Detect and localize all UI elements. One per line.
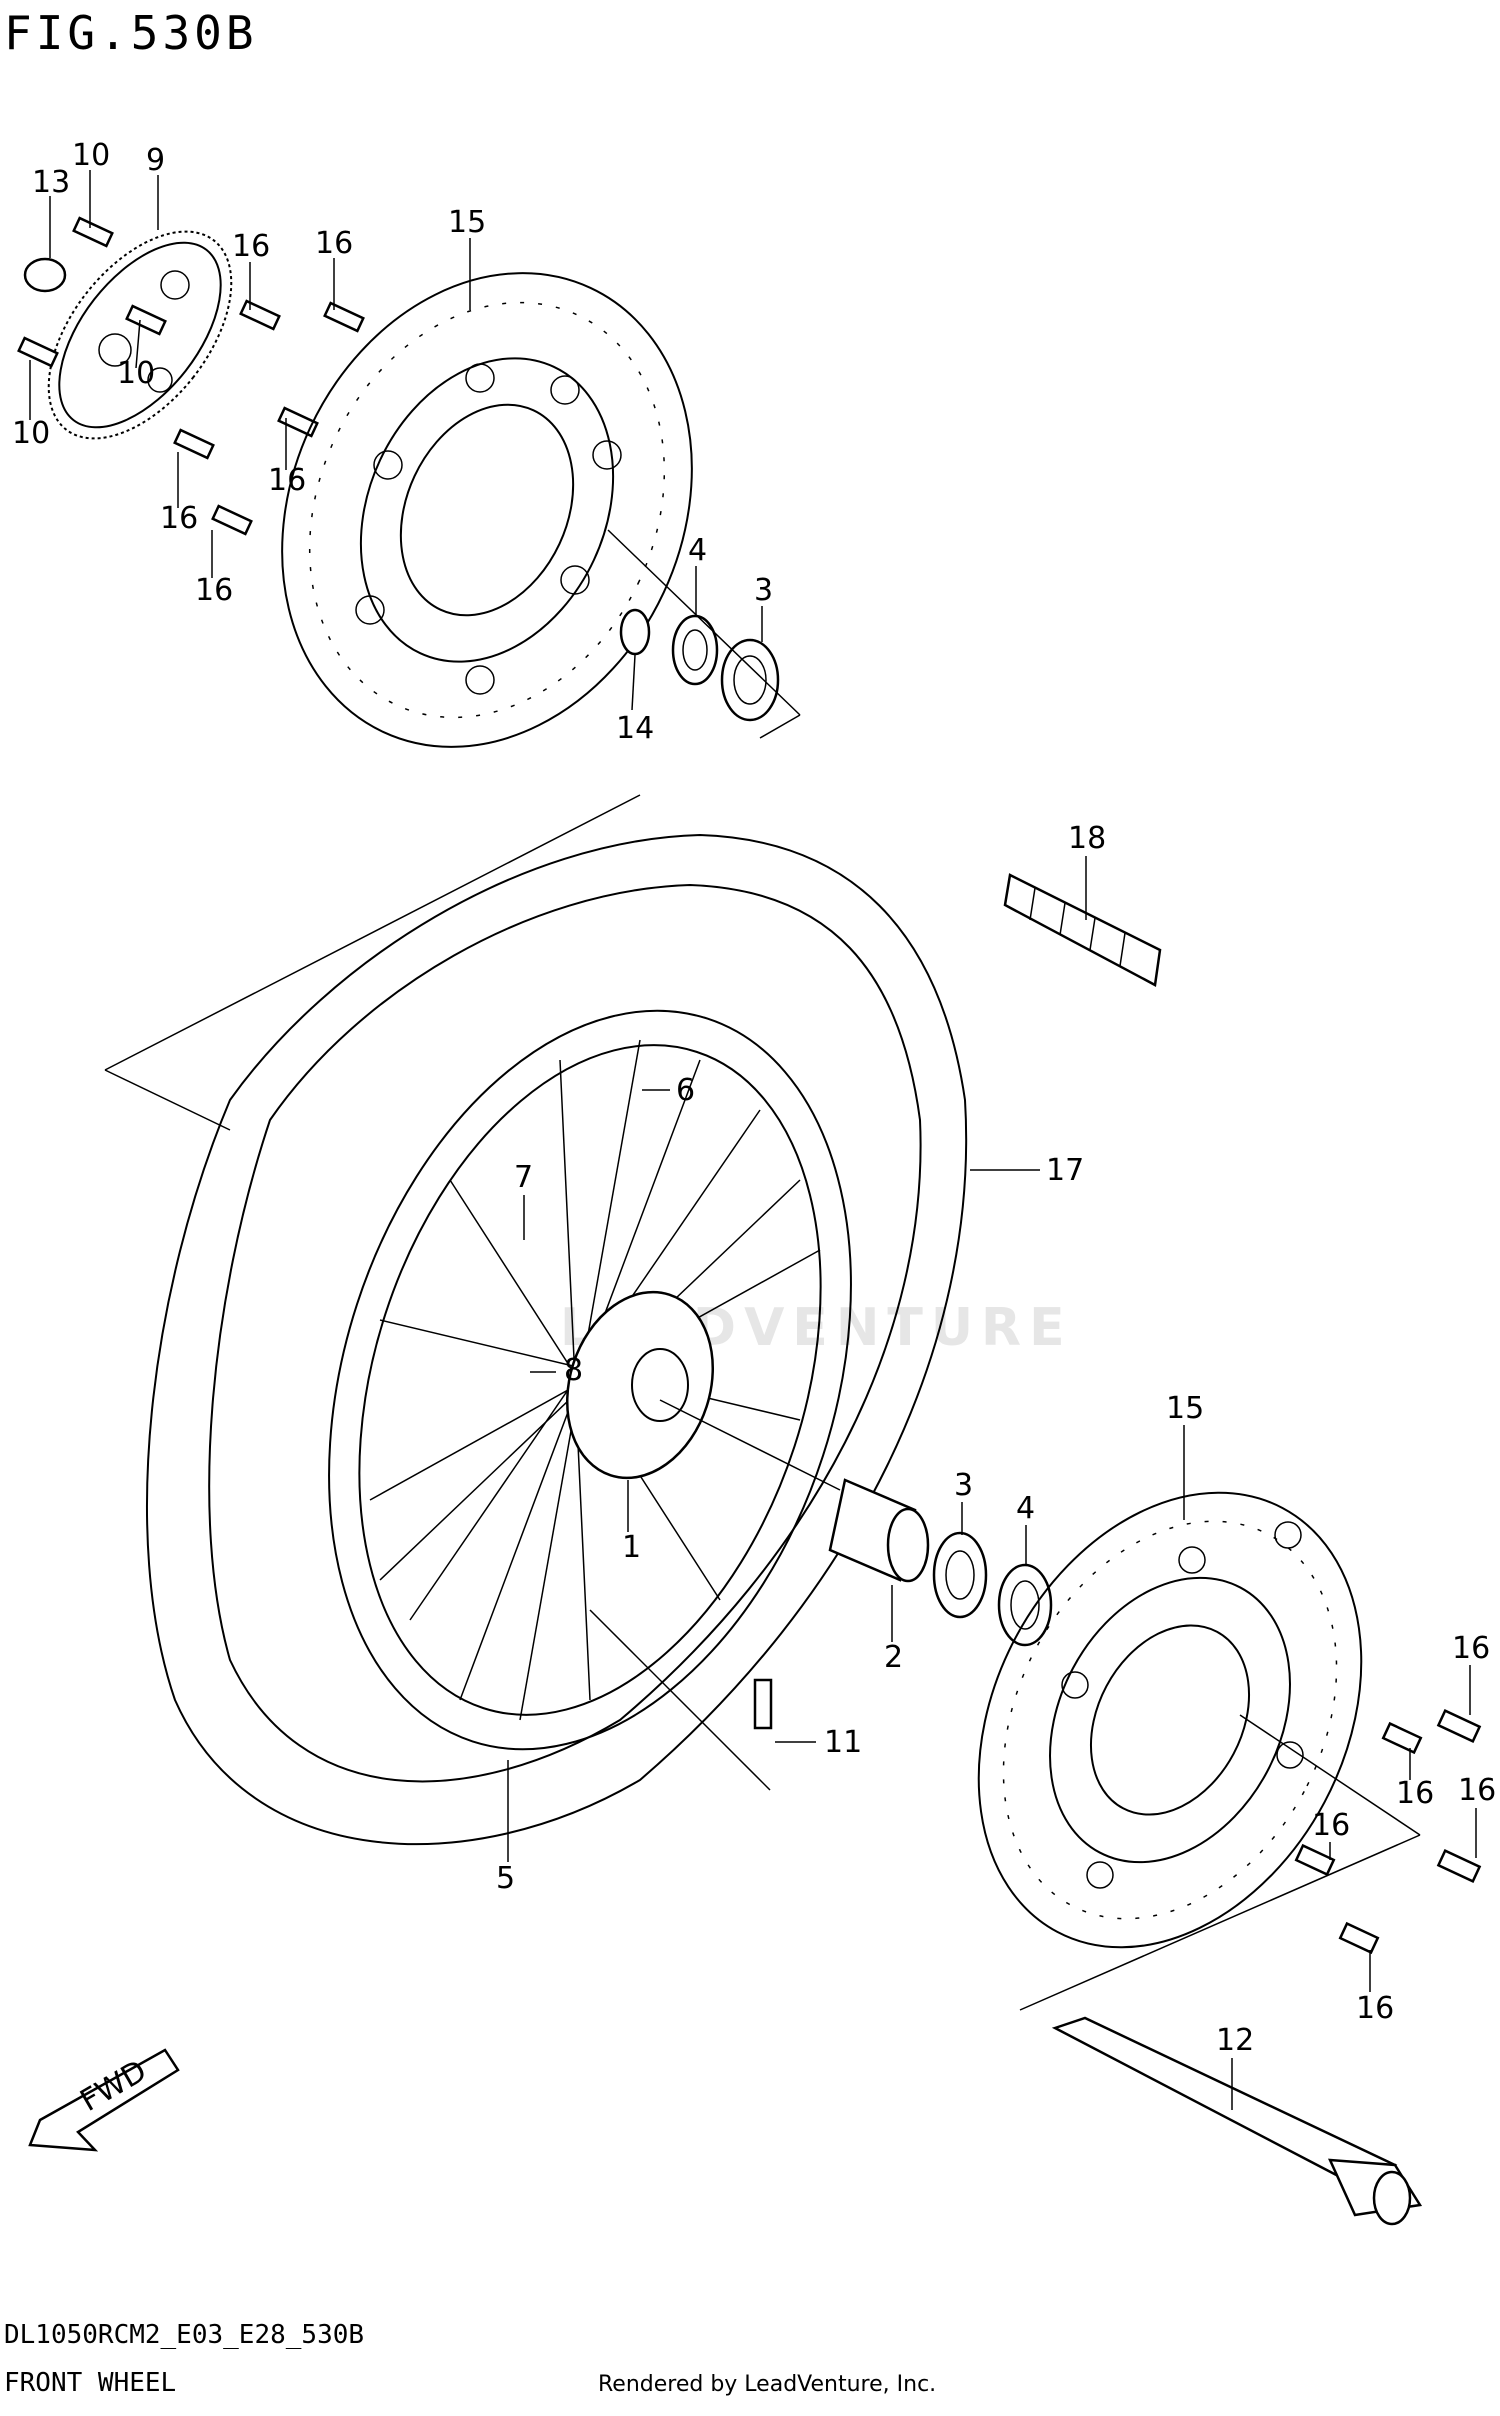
callout-16: 16 <box>268 463 306 498</box>
callout-4: 4 <box>688 533 707 568</box>
front-rim-and-spokes <box>328 1009 852 1751</box>
callout-15: 15 <box>1166 1391 1204 1426</box>
callout-7: 7 <box>514 1160 533 1195</box>
brake-disc-lower <box>977 1491 1421 2011</box>
callout-16: 16 <box>1312 1808 1350 1843</box>
figure-title: FIG.530B <box>4 6 258 60</box>
brake-disc-upper <box>281 272 693 748</box>
bolt-parts-right <box>1294 1709 1482 1955</box>
model-code: DL1050RCM2_E03_E28_530B <box>4 2320 365 2350</box>
callout-3: 3 <box>754 573 773 608</box>
callout-16: 16 <box>195 573 233 608</box>
callout-18: 18 <box>1068 821 1106 856</box>
callout-9: 9 <box>146 143 165 178</box>
callout-4: 4 <box>1016 1491 1035 1526</box>
render-credit: Rendered by LeadVenture, Inc. <box>598 2372 937 2397</box>
callout-3: 3 <box>954 1468 973 1503</box>
abs-sensor-ring <box>47 230 233 440</box>
valve-stem <box>589 1609 773 1791</box>
forward-direction-arrow: FWD <box>28 2048 180 2152</box>
callout-16: 16 <box>1458 1773 1496 1808</box>
callout-16: 16 <box>160 501 198 536</box>
callout-13: 13 <box>32 165 70 200</box>
callout-16: 16 <box>315 226 353 261</box>
callout-8: 8 <box>564 1353 583 1388</box>
callout-labels: 10 9 13 16 16 15 10 10 16 16 16 4 3 14 1… <box>12 138 1496 2058</box>
callout-10: 10 <box>72 138 110 173</box>
callout-16: 16 <box>1452 1631 1490 1666</box>
callout-1: 1 <box>622 1530 641 1565</box>
callout-16: 16 <box>1356 1991 1394 2026</box>
bolt-parts-left <box>17 216 365 536</box>
callout-12: 12 <box>1216 2023 1254 2058</box>
axle-collar-and-bearings <box>659 1399 1053 1647</box>
callout-2: 2 <box>884 1640 903 1675</box>
section-name: FRONT WHEEL <box>4 2368 177 2398</box>
rim-tape <box>1003 873 1162 987</box>
callout-14: 14 <box>616 711 654 746</box>
callout-6: 6 <box>676 1073 695 1108</box>
callout-16: 16 <box>232 229 270 264</box>
front-axle <box>1051 2016 1423 2226</box>
callout-17: 17 <box>1046 1153 1084 1188</box>
callout-16: 16 <box>1396 1776 1434 1811</box>
leader-lines <box>29 170 1477 2110</box>
callout-10: 10 <box>12 416 50 451</box>
callout-5: 5 <box>496 1861 515 1896</box>
callout-15: 15 <box>448 205 486 240</box>
bearing-parts-upper <box>607 529 801 739</box>
callout-11: 11 <box>824 1725 862 1760</box>
